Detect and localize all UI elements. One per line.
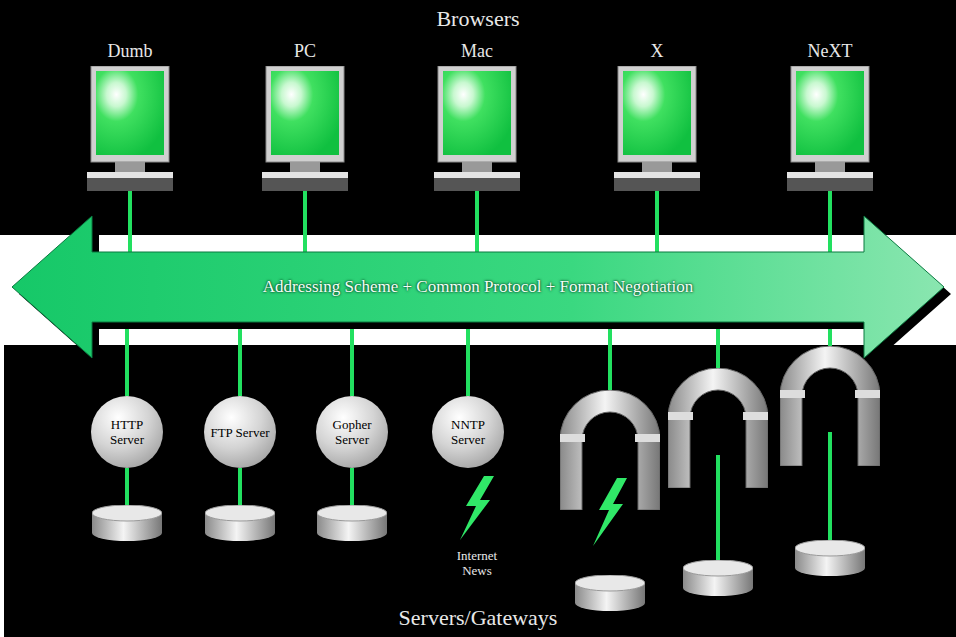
disk xyxy=(317,505,387,541)
wires xyxy=(127,322,830,563)
monitor-icon xyxy=(432,66,522,191)
browser-label: Mac xyxy=(422,40,532,62)
browser-label: PC xyxy=(250,40,360,62)
monitor-icon xyxy=(785,66,875,191)
disk xyxy=(683,560,753,596)
browser-monitor: X xyxy=(612,40,702,191)
connector xyxy=(466,322,470,396)
disk xyxy=(92,505,162,541)
note-label: Internet News xyxy=(442,548,512,578)
browser-label: Dumb xyxy=(75,40,185,62)
connector xyxy=(828,191,832,252)
connector xyxy=(655,191,659,252)
disk xyxy=(795,540,865,576)
browser-label: NeXT xyxy=(775,40,885,62)
monitor-icon xyxy=(85,66,175,191)
connector xyxy=(303,191,307,252)
server-circle: NNTP Server xyxy=(432,396,504,468)
server-label: HTTP Server xyxy=(96,417,158,447)
connector xyxy=(125,322,129,396)
band-text-wrap: Addressing Scheme + Common Protocol + Fo… xyxy=(0,252,956,322)
server-label: FTP Server xyxy=(209,425,271,440)
browser-label: X xyxy=(602,40,712,62)
connector xyxy=(475,191,479,252)
gateway-arch xyxy=(777,346,883,466)
gateway-arch xyxy=(665,368,771,488)
server-circle: HTTP Server xyxy=(91,396,163,468)
browser-monitor: NeXT xyxy=(785,40,875,191)
monitor-icon xyxy=(260,66,350,191)
server-label: Gopher Server xyxy=(321,417,383,447)
panel: BrowsersDumb PC Mac X NeXT xyxy=(0,0,956,235)
browser-monitor: PC xyxy=(260,40,350,191)
lightning xyxy=(460,476,494,540)
disk xyxy=(575,575,645,611)
panel-title: Servers/Gateways xyxy=(0,605,956,631)
panel: Servers/Gateways HTTP Server FTP Server Gop… xyxy=(0,345,956,637)
lightning xyxy=(593,478,627,546)
server-circle: Gopher Server xyxy=(316,396,388,468)
server-label: NNTP Server xyxy=(437,417,499,447)
disk xyxy=(205,505,275,541)
protocol-band: Addressing Scheme + Common Protocol + Fo… xyxy=(0,252,956,322)
connector xyxy=(238,322,242,396)
connector xyxy=(128,191,132,252)
browser-monitor: Mac xyxy=(432,40,522,191)
monitor-icon xyxy=(612,66,702,191)
panel-title: Browsers xyxy=(0,6,956,32)
band-label: Addressing Scheme + Common Protocol + Fo… xyxy=(263,277,693,297)
bottom-panel xyxy=(4,345,956,637)
connector xyxy=(350,322,354,396)
browser-monitor: Dumb xyxy=(85,40,175,191)
server-circle: FTP Server xyxy=(204,396,276,468)
